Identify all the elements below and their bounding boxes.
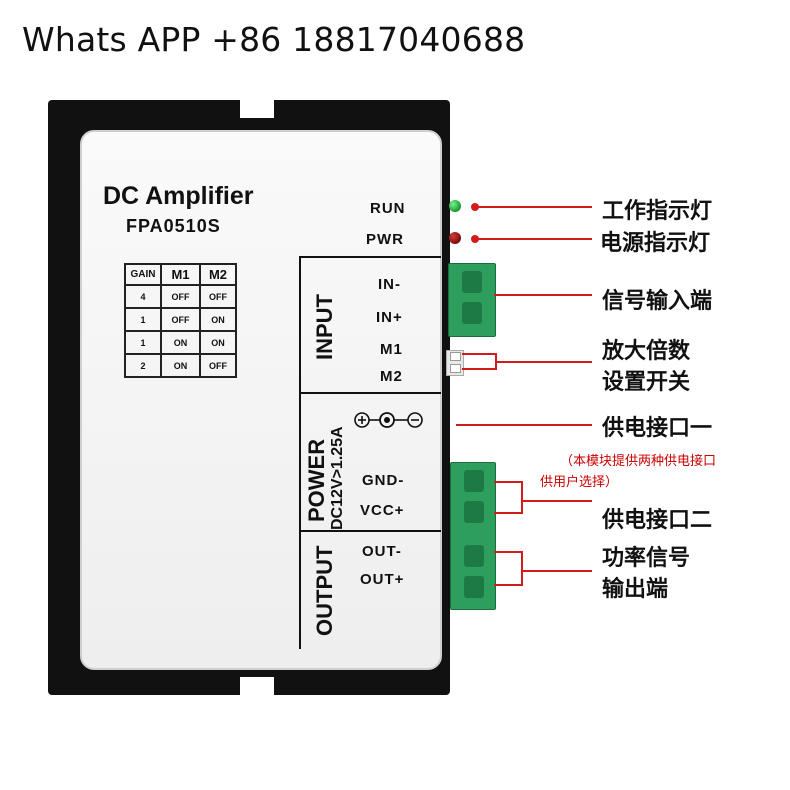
annotation-gain-switch-line1: 放大倍数: [602, 339, 691, 364]
annotation-output-line1: 功率信号: [602, 546, 691, 571]
dip-pointer-top: [462, 353, 496, 355]
gain-cell: 1: [124, 307, 162, 332]
device-model: FPA0510S: [126, 216, 221, 236]
pwr-led-pointer-dot: [471, 235, 479, 243]
gain-cell: 1: [124, 330, 162, 355]
housing-notch: [240, 100, 274, 118]
gain-table-header: GAIN M1 M2: [124, 263, 237, 286]
m2-cell: ON: [199, 330, 237, 355]
m2-header: M2: [199, 263, 237, 286]
output-pointer-line: [521, 570, 592, 572]
run-led-pointer-line: [476, 206, 592, 208]
power-port-2-pointer-top: [494, 481, 522, 483]
pwr-led-pointer-line: [476, 238, 592, 240]
table-row: 1 ON ON: [124, 330, 237, 355]
input-section-top-border: [299, 256, 441, 258]
annotation-power-port-1: 供电接口一: [602, 416, 713, 441]
terminal-screw: [462, 302, 482, 324]
dip-lever-m1: [450, 352, 461, 361]
gnd-label: GND-: [362, 472, 405, 489]
m2-cell: OFF: [199, 284, 237, 309]
m1-cell: OFF: [160, 307, 201, 332]
terminal-screw: [464, 545, 484, 567]
m2-label: M2: [380, 368, 403, 385]
output-pointer-bottom: [494, 584, 522, 586]
power-port-2-pointer-bottom: [494, 512, 522, 514]
m1-cell: ON: [160, 330, 201, 355]
vcc-label: VCC+: [360, 502, 405, 519]
m1-header: M1: [160, 263, 201, 286]
m1-label: M1: [380, 341, 403, 358]
terminal-screw: [464, 576, 484, 598]
terminal-screw: [464, 470, 484, 492]
annotation-gain-switch-line2: 设置开关: [602, 370, 691, 395]
dip-pointer-bottom: [462, 368, 496, 370]
gain-cell: 2: [124, 353, 162, 378]
table-row: 2 ON OFF: [124, 353, 237, 378]
annotation-work-indicator: 工作指示灯: [602, 199, 713, 224]
power-section-top-border: [299, 392, 441, 394]
annotation-power-note-line1: （本模块提供两种供电接口: [560, 454, 717, 469]
power-port-1-pointer-line: [456, 424, 592, 426]
whatsapp-contact-text: Whats APP +86 18817040688: [22, 20, 526, 59]
output-section-top-border: [299, 530, 441, 532]
output-pointer-top: [494, 551, 522, 553]
m1-cell: OFF: [160, 284, 201, 309]
power-port-2-pointer-line: [521, 500, 592, 502]
in-minus-label: IN-: [378, 276, 401, 293]
gain-header: GAIN: [124, 263, 162, 286]
annotation-power-note-line2: 供用户选择）: [540, 475, 619, 490]
table-row: 4 OFF OFF: [124, 284, 237, 309]
annotation-power-port-2: 供电接口二: [602, 508, 713, 533]
device-title: DC Amplifier: [103, 182, 254, 210]
pwr-label: PWR: [366, 231, 404, 248]
m2-cell: OFF: [199, 353, 237, 378]
run-label: RUN: [370, 200, 406, 217]
dip-pointer-line: [495, 361, 592, 363]
input-pointer-line: [494, 294, 592, 296]
terminal-screw: [464, 501, 484, 523]
front-panel: [80, 130, 442, 670]
in-plus-label: IN+: [376, 309, 403, 326]
gain-cell: 4: [124, 284, 162, 309]
dc-polarity-icon: [352, 408, 426, 432]
housing-notch: [240, 677, 274, 695]
dip-lever-m2: [450, 364, 461, 373]
power-port-2-bracket: [521, 481, 523, 514]
power-spec-label: DC12V>1.25A: [329, 426, 346, 530]
out-plus-label: OUT+: [360, 571, 405, 588]
terminal-screw: [462, 271, 482, 293]
out-minus-label: OUT-: [362, 543, 402, 560]
annotation-signal-input: 信号输入端: [602, 289, 713, 314]
run-led-pointer-dot: [471, 203, 479, 211]
output-bracket: [521, 551, 523, 586]
m2-cell: ON: [199, 307, 237, 332]
run-led: [449, 200, 461, 212]
section-divider-vertical: [299, 257, 301, 649]
input-section-title: INPUT: [312, 294, 337, 360]
table-row: 1 OFF ON: [124, 307, 237, 332]
annotation-power-indicator: 电源指示灯: [600, 231, 711, 256]
gain-table: GAIN M1 M2 4 OFF OFF 1 OFF ON 1 ON ON 2 …: [124, 263, 237, 378]
annotation-output-line2: 输出端: [602, 577, 669, 602]
m1-cell: ON: [160, 353, 201, 378]
pwr-led: [449, 232, 461, 244]
power-section-title: POWER: [304, 438, 329, 522]
output-section-title: OUTPUT: [312, 545, 337, 636]
